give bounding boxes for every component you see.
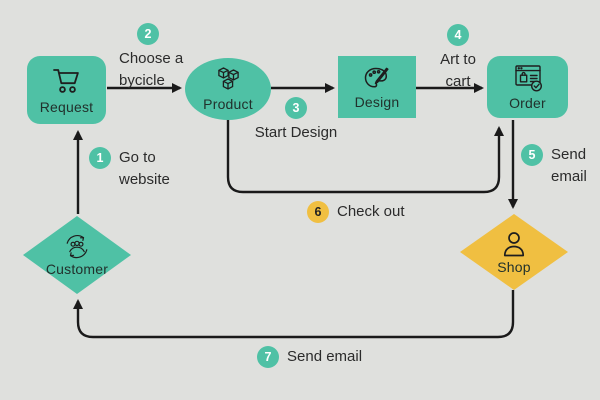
node-product[interactable]: Product — [185, 58, 271, 120]
node-label-order: Order — [509, 95, 546, 111]
arrow-product-to-order-checkout — [226, 118, 504, 194]
node-request[interactable]: Request — [27, 56, 106, 124]
step-6: 6 Check out — [307, 201, 405, 223]
step-2: 2 Choose a bycicle — [119, 23, 183, 92]
step-2-badge: 2 — [137, 23, 159, 45]
cart-icon — [52, 69, 79, 93]
step-4-label: Art to cart — [440, 51, 476, 90]
step-7: 7 Send email — [257, 346, 362, 368]
step-1-label: Go to website — [119, 149, 170, 188]
step-2-label: Choose a bycicle — [119, 50, 184, 89]
palette-icon — [364, 67, 389, 88]
step-6-label: Check out — [337, 203, 405, 220]
step-1-badge: 1 — [89, 147, 111, 169]
step-7-badge: 7 — [257, 346, 279, 368]
arrow-shop-to-customer — [73, 290, 515, 339]
node-label-customer: Customer — [45, 261, 109, 277]
step-1: 1 Go to website — [89, 147, 170, 191]
person-icon — [503, 232, 525, 257]
node-label-product: Product — [203, 96, 253, 112]
people-icon — [66, 235, 88, 259]
step-6-badge: 6 — [307, 201, 329, 223]
step-5: 5 Send email — [521, 144, 587, 188]
node-order[interactable]: Order — [487, 56, 568, 118]
node-label-shop: Shop — [497, 259, 531, 275]
step-5-badge: 5 — [521, 144, 543, 166]
node-label-request: Request — [39, 99, 94, 115]
step-7-label: Send email — [287, 348, 363, 365]
boxes-icon — [218, 67, 239, 90]
step-5-label: Send email — [551, 146, 587, 185]
step-3-label: Start Design — [254, 124, 338, 141]
node-design[interactable]: Design — [338, 56, 416, 118]
step-3: 3 Start Design — [254, 97, 338, 144]
step-4-badge: 4 — [447, 24, 469, 46]
step-3-badge: 3 — [285, 97, 307, 119]
node-label-design: Design — [354, 93, 400, 110]
step-4: 4 Art to cart — [425, 24, 491, 93]
order-icon — [514, 65, 542, 92]
